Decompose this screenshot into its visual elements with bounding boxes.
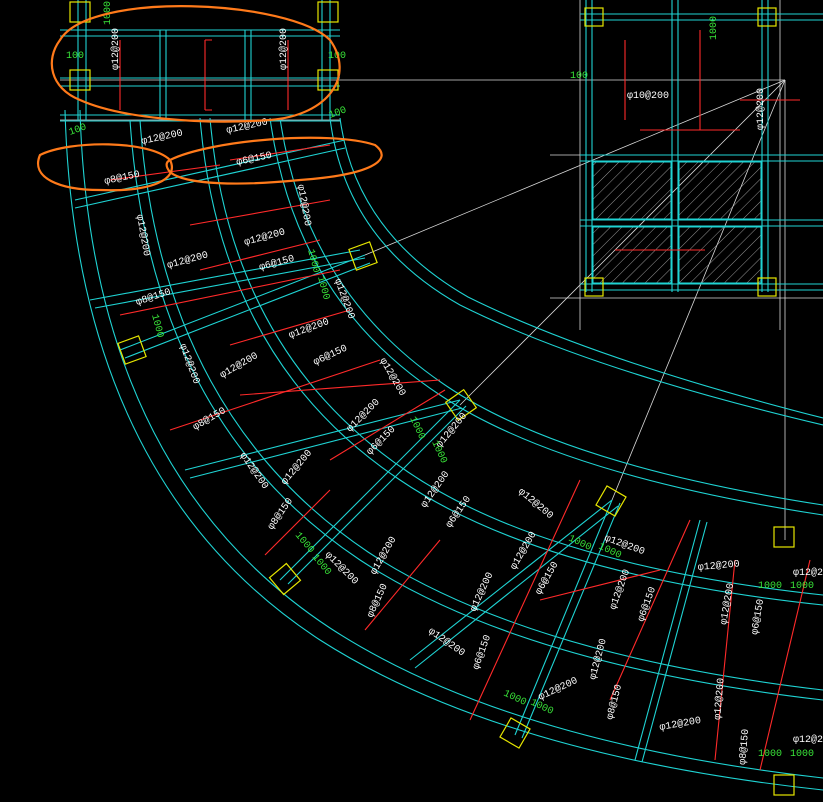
curved-beams: [64, 109, 823, 791]
column: [348, 241, 378, 271]
column: [595, 485, 627, 517]
rebar-callout: φ12@200: [243, 226, 287, 248]
rebar-callout: φ12@200: [697, 558, 740, 574]
rebar-callout: φ12@200: [218, 350, 260, 381]
highlight-annotations: [37, 5, 383, 192]
rebar-callout: φ6@150: [533, 560, 561, 597]
dimension-label: 100: [328, 105, 349, 121]
rebar-callout: φ12@200: [237, 450, 271, 491]
rebar-callout: φ12@200: [537, 675, 580, 704]
dimension-label: 1000: [758, 581, 782, 592]
dimension-label: 100: [570, 71, 588, 82]
rebar-callout: φ6@150: [235, 150, 273, 169]
dimension-label: 100: [66, 51, 84, 62]
rebar-callout: φ12@200: [140, 127, 184, 147]
columns: [69, 1, 795, 796]
highlight-ellipse: [37, 143, 173, 192]
dimension-label: 1000: [758, 749, 782, 760]
rebar-callout: φ6@150: [312, 343, 350, 369]
dimension-label: 1000: [501, 689, 527, 709]
rebar-callout: φ12@200: [718, 582, 737, 625]
dimension-label: 1000: [566, 534, 592, 554]
column: [773, 774, 795, 796]
dimension-label: 1000: [790, 749, 814, 760]
rebar-callout: φ12@200: [176, 342, 202, 386]
column: [757, 277, 777, 297]
dimension-label: 1000: [148, 313, 165, 339]
rebar-callout: φ12@200: [755, 88, 767, 130]
rebar-callout: φ12@200: [712, 677, 728, 720]
dimension-label: 100: [68, 122, 89, 138]
rebar-callout: φ12@200: [344, 397, 382, 435]
rebar-callout: φ12@200: [294, 184, 313, 227]
rebar-callout: φ12@200: [166, 249, 210, 271]
rebar-callout: φ12@200: [287, 316, 331, 342]
highlight-ellipse: [50, 5, 341, 123]
rebar-callout: φ12@200: [368, 535, 399, 577]
column: [757, 7, 777, 27]
rebar-callout: φ12@200: [587, 637, 609, 681]
rebar-callout: φ12@200: [377, 356, 408, 398]
rebar-callout: φ12@200: [607, 568, 633, 612]
column: [584, 7, 604, 27]
rebar-callout: φ6@150: [470, 633, 494, 671]
highlight-ellipse: [165, 136, 383, 185]
dimension-label: 1000: [406, 415, 426, 441]
rebar-callout: φ6@150: [258, 253, 296, 274]
rebar-callout: φ8@150: [103, 169, 141, 188]
column: [69, 69, 91, 91]
dimension-label: 1000: [709, 16, 720, 40]
rebar-callout: φ8@150: [365, 582, 391, 620]
rebar-callout: φ10@200: [627, 90, 669, 102]
rebar-callout: φ12@200: [793, 567, 823, 579]
dimension-label: 1000: [790, 581, 814, 592]
column: [268, 562, 302, 596]
column: [117, 335, 147, 365]
rebar-callout: φ8@150: [604, 683, 625, 721]
rebar-callout: φ12@200: [110, 28, 122, 70]
dimension-label: 1000: [292, 531, 316, 556]
rebar-callout: φ8@150: [737, 728, 752, 765]
rebar-callout: φ12@200: [793, 734, 823, 746]
rebar-callout: φ12@200: [133, 214, 152, 257]
rebar-callout: φ6@150: [635, 585, 659, 623]
column: [444, 388, 478, 422]
column: [317, 1, 339, 23]
rebar-callout: φ12@200: [515, 486, 555, 522]
column: [773, 526, 795, 548]
rebar-callout: φ8@150: [265, 496, 295, 532]
column: [499, 717, 531, 749]
column: [584, 277, 604, 297]
dimension-label: 1000: [304, 248, 321, 274]
rebar-callout: φ8@150: [191, 405, 228, 433]
rebar-callout: φ6@150: [749, 598, 767, 636]
rebar-callout: φ12@200: [418, 469, 452, 510]
rebar-marks: [109, 30, 811, 771]
rebar-callout: φ12@200: [468, 571, 497, 614]
rebar-callout: φ6@150: [443, 494, 473, 530]
top-left-grid: [60, 0, 340, 122]
rebar-callout: φ12@200: [659, 715, 702, 734]
rebar-callout: φ12@200: [278, 28, 290, 70]
top-right-grid: [580, 0, 823, 292]
rebar-callout: φ12@200: [508, 530, 539, 572]
